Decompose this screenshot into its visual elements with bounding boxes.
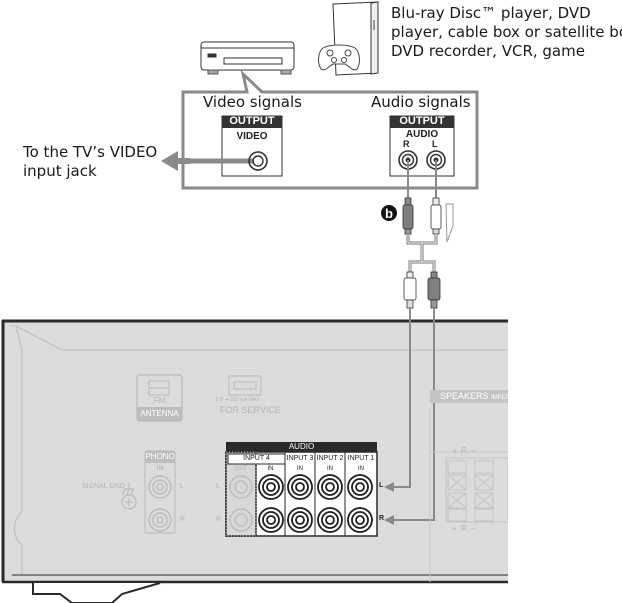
device-caption: Blu-ray Disc™ player, DVD player, cable … xyxy=(391,4,622,61)
audio-jack-label: AUDIO xyxy=(405,129,439,140)
audio-out-l-label: L xyxy=(432,139,438,149)
speakers-label: SPEAKERS IMPED xyxy=(440,390,510,405)
input2-label: INPUT 2 xyxy=(316,455,344,462)
input2-in-label: IN xyxy=(327,466,333,472)
minus-label: – xyxy=(471,524,476,533)
speakers-terminal-block xyxy=(429,390,509,582)
input1-l-label: L xyxy=(379,482,384,489)
rca-plug-red-bottom xyxy=(427,271,441,309)
input4-l-label: L xyxy=(216,483,220,490)
marker-b-label: b xyxy=(385,206,393,221)
input3-in-jack-r-icon[interactable] xyxy=(287,507,313,533)
input1-r-label: R xyxy=(379,515,385,522)
input4-out-jack-l-icon[interactable] xyxy=(229,475,253,499)
input1-in-jack-r-icon[interactable] xyxy=(347,507,373,533)
minus-label: – xyxy=(471,446,476,455)
r-label: R xyxy=(461,446,467,455)
input4-out-jack-r-icon[interactable] xyxy=(229,508,253,532)
video-output-title: OUTPUT xyxy=(229,115,275,127)
r-label: R xyxy=(461,524,467,533)
audio-block-title: AUDIO xyxy=(288,442,315,451)
device-caption-line: Blu-ray Disc™ player, DVD xyxy=(391,4,591,22)
service-rating: 5 V ⎓ 200 mA MAX xyxy=(216,397,260,403)
signal-gnd-label: SIGNAL GND xyxy=(82,483,125,490)
game-controller-icon xyxy=(318,44,360,71)
phono-title: PHONO xyxy=(145,452,175,461)
device-caption-line: player, cable box or satellite box, xyxy=(391,23,622,41)
fm-antenna-terminal[interactable] xyxy=(136,374,183,422)
rca-plug-white-bottom xyxy=(403,271,417,309)
phono-input-panel xyxy=(144,450,176,534)
audio-output-title: OUTPUT xyxy=(399,115,445,127)
plus-label: + xyxy=(452,446,457,455)
video-output-panel xyxy=(221,115,283,177)
speaker-terminal-top-labels: + R – xyxy=(452,446,476,455)
phono-r-label: R xyxy=(180,516,186,523)
input3-in-jack-l-icon[interactable] xyxy=(287,474,313,500)
phono-in-label: IN xyxy=(156,465,164,472)
input4-label: INPUT 4 xyxy=(243,455,270,462)
speaker-terminal-bottom-labels: + R – xyxy=(452,524,476,533)
marker-b-icon xyxy=(381,205,397,221)
video-signals-heading: Video signals xyxy=(203,93,302,111)
antenna-label: ANTENNA xyxy=(140,409,179,418)
flow-arrow-icon xyxy=(445,203,454,243)
input1-in-label: IN xyxy=(358,466,364,472)
input3-in-label: IN xyxy=(297,466,303,472)
rca-plug-red-top xyxy=(402,197,414,235)
input2-in-jack-r-icon[interactable] xyxy=(317,507,343,533)
out-label: OUT xyxy=(234,466,248,472)
phono-jack-r-icon[interactable] xyxy=(148,508,172,532)
input2-in-jack-l-icon[interactable] xyxy=(317,474,343,500)
cutoff-mask xyxy=(508,300,622,603)
input3-label: INPUT 3 xyxy=(286,455,314,462)
arrow-l-icon xyxy=(384,482,394,492)
input1-label: INPUT 1 xyxy=(347,455,375,462)
arrow-r-icon xyxy=(384,515,394,525)
disc-player-icon xyxy=(200,41,295,75)
arrow-to-tv-icon xyxy=(161,151,178,171)
rca-plug-white-top xyxy=(430,197,442,235)
input4-in-jack-l-icon[interactable] xyxy=(258,474,284,500)
video-jack-label: VIDEO xyxy=(236,131,268,142)
signal-gnd-terminal[interactable] xyxy=(121,483,137,510)
phono-jack-l-icon[interactable] xyxy=(148,475,172,499)
usb-service-port-icon xyxy=(228,375,262,396)
input4-r-label: R xyxy=(216,516,222,523)
tv-note-line: To the TV’s VIDEO xyxy=(23,143,158,161)
fm-label: FM xyxy=(153,396,166,405)
speakers-title: SPEAKERS xyxy=(440,391,489,401)
video-jack-icon[interactable] xyxy=(248,151,268,171)
for-service-label: FOR SERVICE xyxy=(220,405,281,415)
input1-in-jack-l-icon[interactable] xyxy=(347,474,373,500)
audio-cable xyxy=(407,160,437,200)
device-caption-line: DVD recorder, VCR, game xyxy=(391,42,585,60)
tv-note: To the TV’s VIDEO input jack xyxy=(23,143,157,181)
audio-signals-heading: Audio signals xyxy=(371,93,471,111)
input4-in-label: IN xyxy=(267,466,274,472)
speakers-imped: IMPED xyxy=(491,395,511,401)
audio-out-r-label: R xyxy=(403,139,410,149)
cable-to-input1 xyxy=(392,308,435,521)
plus-label: + xyxy=(452,524,457,533)
phono-l-label: L xyxy=(180,483,184,490)
tv-note-line: input jack xyxy=(23,162,97,180)
input4-in-jack-r-icon[interactable] xyxy=(258,507,284,533)
